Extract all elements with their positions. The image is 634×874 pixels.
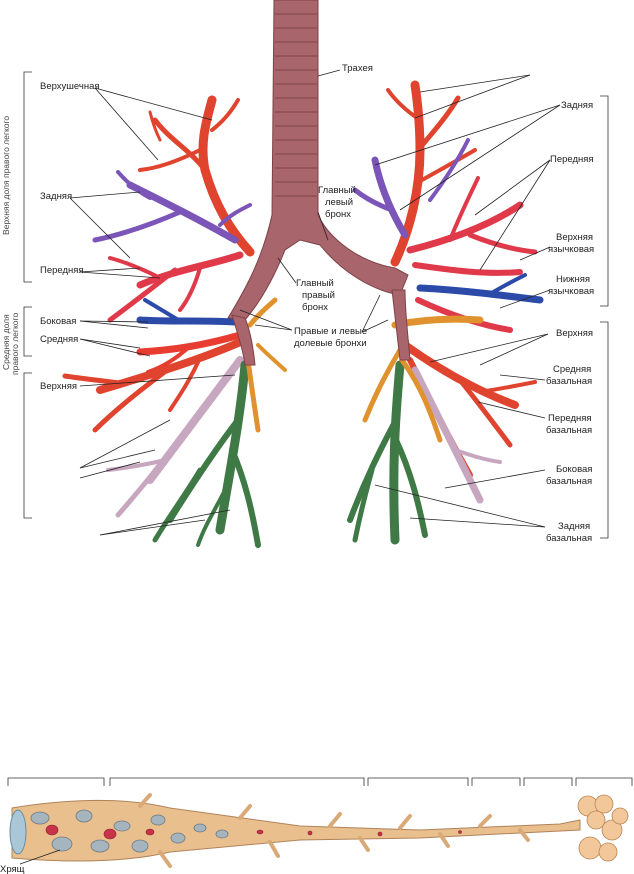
right-lower-main-bronchus <box>231 314 256 366</box>
label-main-left-3: бронх <box>325 209 351 220</box>
side-branches <box>138 793 530 868</box>
label-lobar-2: долевые бронхи <box>294 338 367 349</box>
label-inf-lingular-1: Нижняя <box>556 274 590 285</box>
label-anterior-left: Передняя <box>550 154 594 165</box>
label-anterior-basal-2: базальная <box>546 425 592 436</box>
label-sup-lingular-2: язычковая <box>548 244 594 255</box>
label-lateral-basal-2: базальная <box>546 476 592 487</box>
label-medial-basal-2: базальная <box>546 376 592 387</box>
label-cartilage: Хрящ <box>0 864 25 874</box>
label-medial-right: Средняя <box>40 334 78 345</box>
bracket-middle-right <box>23 306 32 357</box>
label-trachea: Трахея <box>342 63 373 74</box>
bracket-lower-left <box>600 321 609 539</box>
left-lower-lobe-branches <box>347 315 537 545</box>
label-lobar-1: Правые и левые <box>294 326 367 337</box>
label-main-left-1: Главный <box>318 185 356 196</box>
pointer-cartilage <box>19 849 61 865</box>
label-posterior-left: Задняя <box>561 100 593 111</box>
alveoli-clusters <box>577 794 629 862</box>
bronchiole-strip: Хрящ <box>0 777 633 874</box>
label-sup-lingular-1: Верхняя <box>556 232 593 243</box>
label-main-right-3: бронх <box>302 302 328 313</box>
bracket-lower-right <box>23 372 32 519</box>
label-inf-lingular-2: язычковая <box>548 286 594 297</box>
label-lateral-basal-1: Боковая <box>556 464 592 475</box>
strip-section-dividers <box>7 777 633 786</box>
label-main-right-2: правый <box>302 290 335 301</box>
left-upper-lobe-branches <box>352 80 544 333</box>
label-posterior-basal-2: базальная <box>546 533 592 544</box>
trachea-and-main-bronchi <box>227 0 411 366</box>
pointer-lines <box>69 69 561 536</box>
bracket-upper-left <box>600 95 609 307</box>
upper-lobe-right-label: Верхняя доля правого легкого <box>1 116 11 235</box>
middle-lobe-right-label-2: правого легкого <box>10 313 20 375</box>
label-lateral-right: Боковая <box>40 316 76 327</box>
label-posterior-right: Задняя <box>40 191 72 202</box>
label-superior-right: Верхняя <box>40 381 77 392</box>
trachea <box>227 0 409 321</box>
trachea-rings <box>275 13 317 197</box>
middle-lobe-right-label-1: Средняя доля <box>1 314 11 370</box>
label-anterior-right: Передняя <box>40 265 84 276</box>
cartilage-plates <box>30 809 229 853</box>
right-upper-lobe-branches <box>92 95 255 323</box>
left-lower-main-bronchus <box>391 289 411 361</box>
label-posterior-basal-1: Задняя <box>558 521 590 532</box>
label-anterior-basal-1: Передняя <box>548 413 592 424</box>
label-medial-basal-1: Средняя <box>553 364 591 375</box>
label-superior-left: Верхняя <box>556 328 593 339</box>
tube-opening <box>9 809 27 855</box>
label-apical: Верхушечная <box>40 81 100 92</box>
label-main-right-1: Главный <box>296 278 334 289</box>
right-lower-lobe-branches <box>62 336 261 548</box>
right-middle-lobe-branches <box>136 297 287 374</box>
glands <box>45 824 462 840</box>
bracket-upper-right <box>23 71 32 283</box>
label-main-left-2: левый <box>325 197 353 208</box>
